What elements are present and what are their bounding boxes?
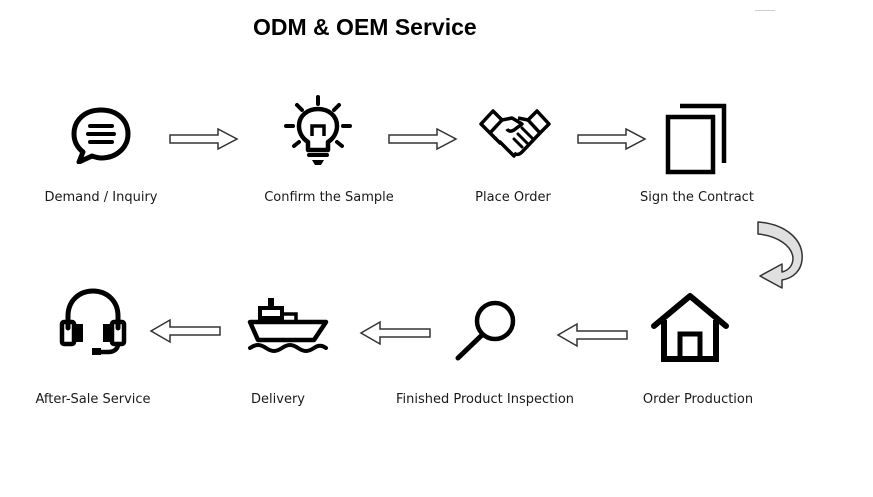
arrow-right-icon bbox=[169, 127, 239, 151]
arrow-right-icon bbox=[388, 127, 458, 151]
step-label-after-sale-service: After-Sale Service bbox=[35, 392, 151, 407]
step-label-finished-product-inspection: Finished Product Inspection bbox=[395, 392, 575, 407]
arrow-left-icon bbox=[149, 318, 221, 344]
step-label-delivery: Delivery bbox=[251, 392, 305, 407]
chat-bubble-icon bbox=[71, 107, 131, 164]
step-label-confirm-sample: Confirm the Sample bbox=[264, 190, 394, 205]
magnifier-icon bbox=[455, 300, 516, 361]
lightbulb-icon bbox=[284, 95, 352, 165]
diagram-title: ODM & OEM Service bbox=[253, 14, 477, 40]
step-label-sign-contract: Sign the Contract bbox=[640, 190, 754, 205]
headset-icon bbox=[59, 288, 127, 355]
documents-icon bbox=[665, 103, 727, 175]
arrow-left-icon bbox=[556, 322, 628, 348]
curved-arrow-down-icon bbox=[757, 221, 803, 289]
step-label-order-production: Order Production bbox=[642, 392, 754, 407]
arrow-left-icon bbox=[359, 320, 431, 346]
handshake-icon bbox=[479, 109, 551, 158]
step-label-place-order: Place Order bbox=[475, 190, 551, 205]
ship-icon bbox=[247, 298, 329, 353]
step-label-demand-inquiry: Demand / Inquiry bbox=[44, 190, 158, 205]
house-icon bbox=[651, 293, 729, 362]
arrow-right-icon bbox=[577, 127, 647, 151]
divider bbox=[755, 10, 775, 11]
